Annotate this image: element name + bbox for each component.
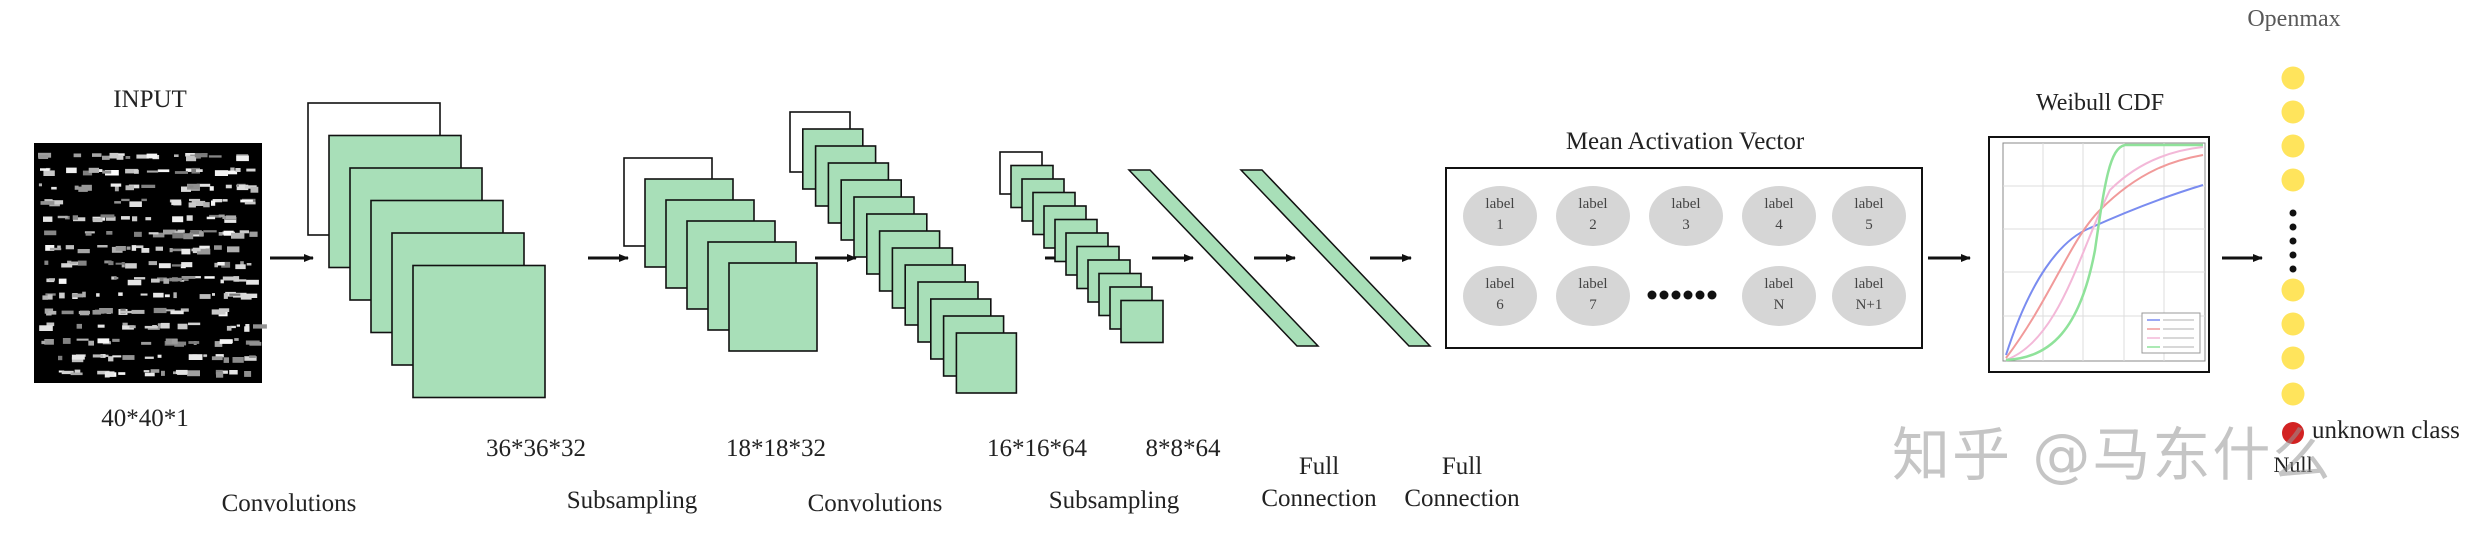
openmax-node: [2281, 134, 2305, 158]
full-connection-bar-1: [1127, 169, 1320, 347]
mav-node: [1832, 186, 1906, 246]
watermark: 知乎 @马东什么: [1892, 421, 2333, 489]
conv1-label: Convolutions: [221, 490, 357, 517]
mav-node: [1649, 186, 1723, 246]
openmax-vertical-ellipsis: [2289, 209, 2297, 273]
openmax-node: [2281, 346, 2305, 370]
openmax-node: [2281, 382, 2305, 406]
weibull-curve-blue: [2005, 184, 2204, 356]
openmax-node: [2281, 278, 2305, 302]
pool2-label: Subsampling: [1048, 487, 1180, 514]
feature-map: [955, 332, 1018, 394]
mav-node-index: N+1: [1855, 297, 1883, 313]
pool1-size: 18*18*32: [726, 435, 826, 462]
mav-node: [1556, 186, 1630, 246]
mav-node-index: 2: [1589, 217, 1597, 233]
pool1-label: Subsampling: [566, 487, 698, 514]
full-connection-2-line1: Full: [1441, 453, 1483, 480]
feature-map: [728, 262, 818, 352]
null-label: Null: [2273, 452, 2313, 477]
mav-node-index: 1: [1496, 217, 1504, 233]
full-connection-bar-2: [1239, 169, 1432, 347]
mav-node: [1832, 266, 1906, 326]
input-title: INPUT: [113, 86, 187, 113]
conv2-feature-maps: [789, 111, 1018, 394]
weibull-curve-green: [2005, 143, 2203, 362]
mav-node-index: 4: [1775, 217, 1783, 233]
mav-title: Mean Activation Vector: [1565, 128, 1805, 155]
conv1-feature-maps: [307, 102, 546, 399]
conv1-size: 36*36*32: [486, 435, 586, 462]
mav-node-label: label: [1671, 196, 1701, 212]
full-connection-1-line2: Connection: [1261, 485, 1377, 512]
mav-node-label: label: [1578, 196, 1608, 212]
conv2-label: Convolutions: [807, 490, 943, 517]
mav-node-index: 5: [1865, 217, 1873, 233]
mav-node: [1463, 266, 1537, 326]
pool2-size: 8*8*64: [1145, 435, 1221, 462]
mav-ellipsis: [1647, 290, 1717, 300]
mav-node-label: label: [1485, 276, 1515, 292]
mav-node: [1556, 266, 1630, 326]
weibull-curve-pink: [2005, 146, 2204, 361]
openmax-node: [2281, 66, 2305, 90]
openmax-title: Openmax: [2247, 6, 2341, 32]
input-size: 40*40*1: [101, 405, 189, 432]
mav-node-label: label: [1764, 196, 1794, 212]
mav-node: [1742, 266, 1816, 326]
full-connection-2-line2: Connection: [1404, 485, 1520, 512]
openmax-output-nodes: [2281, 66, 2305, 406]
mav-node-index: N: [1773, 297, 1785, 313]
mav-node-label: label: [1485, 196, 1515, 212]
mav-node-label: label: [1854, 276, 1884, 292]
unknown-class-node: [2282, 422, 2304, 444]
feature-map: [1120, 299, 1164, 344]
input-image: [34, 143, 267, 383]
weibull-cdf-plot: [1988, 136, 2210, 373]
pool1-feature-maps: [623, 157, 818, 352]
mav-node-label: label: [1764, 276, 1794, 292]
pool2-feature-maps: [999, 151, 1164, 344]
mav-node-label: label: [1854, 196, 1884, 212]
unknown-class-label: unknown class: [2312, 417, 2460, 444]
mav-node-index: 3: [1682, 217, 1690, 233]
feature-map: [412, 264, 546, 399]
openmax-node: [2281, 312, 2305, 336]
openmax-node: [2281, 100, 2305, 124]
mav-node: [1463, 186, 1537, 246]
mav-node-index: 7: [1589, 297, 1597, 313]
mav-node: [1742, 186, 1816, 246]
conv2-size: 16*16*64: [987, 435, 1087, 462]
weibull-title: Weibull CDF: [2035, 90, 2165, 116]
mav-node-index: 6: [1496, 297, 1504, 313]
mav-nodes: [1463, 186, 1906, 326]
mav-node-label: label: [1578, 276, 1608, 292]
openmax-node: [2281, 168, 2305, 192]
full-connection-1-line1: Full: [1298, 453, 1340, 480]
